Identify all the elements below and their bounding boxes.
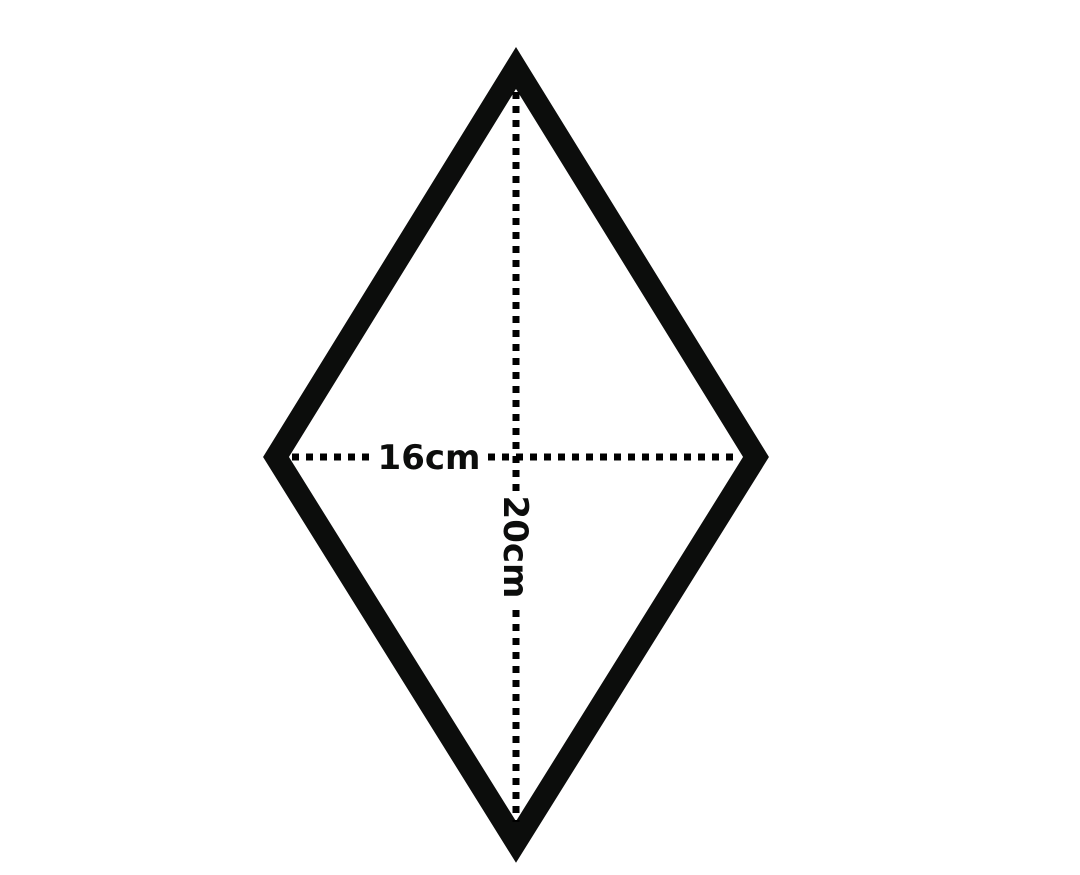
horizontal-label-backdrop [372,436,486,478]
rhombus-outline [263,47,769,863]
vertical-label-backdrop [494,492,538,604]
horizontal-diagonal-label: 16cm [378,438,481,478]
vertical-diagonal-label: 20cm [495,496,535,599]
